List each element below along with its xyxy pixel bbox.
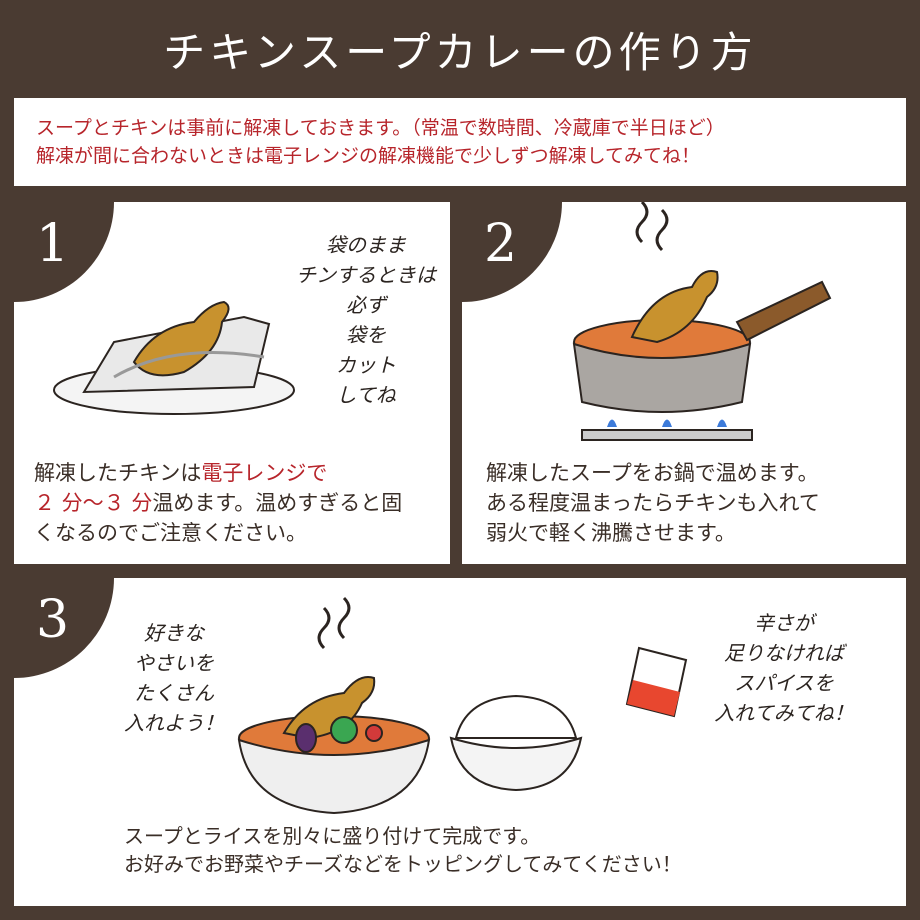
note-line: 袋を — [346, 323, 386, 347]
step-1-text-b: 電子レンジで — [201, 461, 328, 485]
step-1-text-d: 温めます。温めすぎると固 — [152, 491, 403, 515]
step-1-number: 1 — [36, 214, 70, 274]
step-3-text: スープとライスを別々に盛り付けて完成です。 お好みでお野菜やチーズなどをトッピン… — [124, 822, 682, 878]
note-line: チンするときは — [296, 263, 436, 287]
step-2-panel: 2 解凍したスープをお鍋で温めます。 ある程度温まったらチキンも入れて 弱火で軽… — [462, 202, 906, 564]
step-1-text-c: ２ 分〜３ 分 — [34, 491, 153, 515]
chicken-in-bag-illustration — [53, 300, 295, 415]
step-1-text-a: 解凍したチキンは — [34, 461, 202, 485]
step-2-line-1: 解凍したスープをお鍋で温めます。 — [486, 461, 819, 485]
note-line: 入れよう！ — [124, 711, 224, 735]
step-1-text: 解凍したチキンは電子レンジで ２ 分〜３ 分温めます。温めすぎると固 くなるので… — [34, 458, 402, 548]
step-2-line-3: 弱火で軽く沸騰させます。 — [486, 521, 736, 545]
step-1-hand-note: 袋のまま チンするときは 必ず 袋を カット してね — [276, 230, 450, 410]
step-3-panel: 3 好きな やさいを たくさん 入れよう！ 辛さが 足りなければ スパイスを 入… — [14, 578, 906, 906]
rice-bowl-illustration — [449, 694, 583, 792]
note-line: やさいを — [134, 651, 214, 675]
step-3-line-2: お好みでお野菜やチーズなどをトッピングしてみてください！ — [124, 852, 682, 876]
step-2-text: 解凍したスープをお鍋で温めます。 ある程度温まったらチキンも入れて 弱火で軽く沸… — [486, 458, 820, 548]
pot-on-stove-illustration — [572, 202, 832, 441]
step-2-number: 2 — [484, 214, 518, 274]
step-2-line-2: ある程度温まったらチキンも入れて — [486, 491, 820, 515]
note-line: 足りなければ — [724, 641, 844, 665]
step-2-badge: 2 — [462, 202, 562, 302]
note-line: 入れてみてね！ — [714, 701, 854, 725]
note-line: たくさん — [134, 681, 214, 705]
note-line: カット — [336, 353, 396, 377]
spice-packet-illustration — [625, 646, 688, 718]
note-line: 袋のまま — [326, 233, 406, 257]
step-3-number: 3 — [36, 590, 70, 650]
thaw-notice: スープとチキンは事前に解凍しておきます。（常温で数時間、冷蔵庫で半日ほど） 解凍… — [14, 98, 906, 186]
step-3-hand-note-right: 辛さが 足りなければ スパイスを 入れてみてね！ — [694, 608, 874, 728]
page-title: チキンスープカレーの作り方 — [163, 27, 757, 77]
note-line: 辛さが — [754, 611, 814, 635]
step-1-panel: 1 袋のまま チンするときは 必ず 袋を カット してね 解凍したチキンは電子レ… — [14, 202, 450, 564]
step-3-badge: 3 — [14, 578, 114, 678]
step-3-hand-note-left: 好きな やさいを たくさん 入れよう！ — [114, 618, 234, 738]
note-line: 好きな — [144, 621, 204, 645]
soup-curry-bowl-illustration — [237, 596, 431, 815]
note-line: スパイスを — [734, 671, 834, 695]
note-line: 必ず — [346, 293, 386, 317]
step-1-badge: 1 — [14, 202, 114, 302]
step-1-text-e: くなるのでご注意ください。 — [34, 521, 307, 545]
notice-line-2: 解凍が間に合わないときは電子レンジの解凍機能で少しずつ解凍してみてね！ — [36, 145, 701, 167]
notice-line-1: スープとチキンは事前に解凍しておきます。（常温で数時間、冷蔵庫で半日ほど） — [36, 117, 725, 139]
step-3-line-1: スープとライスを別々に盛り付けて完成です。 — [124, 824, 541, 848]
note-line: してね — [336, 383, 396, 407]
